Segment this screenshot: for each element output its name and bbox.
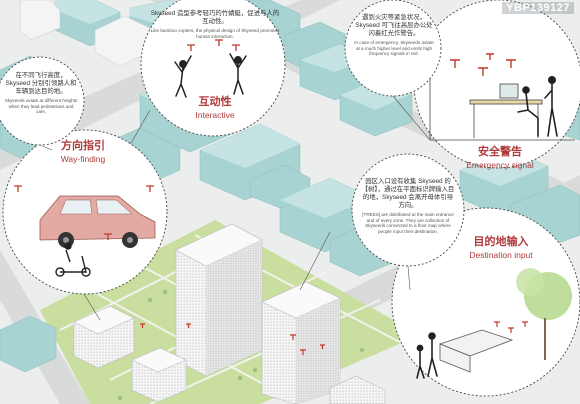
wayfinding-desc-en: Skyseeds aviate at different heights whe… (4, 98, 78, 115)
interactive-desc: Skyseed 造型参考轻巧的竹蜻蜓，促进与人的互动性。 Like bamboo… (150, 10, 280, 39)
wayfinding-title-en: Way-finding (60, 153, 106, 164)
connector-lines (39, 95, 431, 321)
destination-desc-en: [TREES] are distributed at the main entr… (362, 212, 454, 235)
interactive-desc-en: Like bamboo copters, the physical design… (150, 28, 280, 39)
destination-title-cn: 目的地输入 (473, 236, 529, 248)
wayfinding-circle (2, 129, 168, 295)
interactive-circle (129, 0, 286, 146)
desc-circle-interactive (344, 0, 442, 97)
wayfinding-desc-cn: 在不同飞行高度，Skyseed 分别引领路人和车辆到达目的地。 (5, 72, 77, 95)
watermark-label: YBP139127 (502, 2, 574, 14)
interactive-title: 互动性 Interactive (180, 96, 250, 120)
destination-title-en: Destination input (469, 249, 533, 260)
interactive-desc-cn: Skyseed 造型参考轻巧的竹蜻蜓，促进与人的互动性。 (150, 10, 280, 25)
interactive-title-en: Interactive (195, 109, 235, 120)
destination-title: 目的地输入 Destination input (456, 236, 546, 260)
interactive-title-cn: 互动性 (198, 96, 232, 108)
emergency-title: 安全警告 Emergency signal (455, 146, 545, 170)
emergency-circle (413, 0, 580, 169)
trees (117, 289, 364, 401)
emergency-desc-en: In case of emergency, Skyseeds aviate at… (354, 40, 434, 57)
destination-desc: 园区入口设有收集 Skyseed 的【树】，通过在平面标识牌输入目的地，Skys… (360, 178, 456, 235)
emergency-desc-cn: 遇到火灾等紧急状况，Skyseed 可飞往高层办公处闪着红光作警告。 (355, 14, 433, 37)
wayfinding-desc: 在不同飞行高度，Skyseed 分别引领路人和车辆到达目的地。 Skyseeds… (4, 72, 78, 115)
emergency-title-cn: 安全警告 (478, 146, 522, 158)
destination-desc-cn: 园区入口设有收集 Skyseed 的【树】，通过在平面标识牌输入目的地，Skys… (361, 178, 455, 209)
wayfinding-title: 方向指引 Way-finding (48, 140, 118, 164)
emergency-desc: 遇到火灾等紧急状况，Skyseed 可飞往高层办公处闪着红光作警告。 In ca… (353, 14, 435, 57)
desc-circle-destination (351, 153, 465, 267)
emergency-title-en: Emergency signal (466, 159, 534, 170)
car (39, 195, 156, 248)
skyseed-markers (140, 323, 325, 355)
white-buildings (19, 0, 386, 404)
wayfinding-title-cn: 方向指引 (61, 140, 105, 152)
